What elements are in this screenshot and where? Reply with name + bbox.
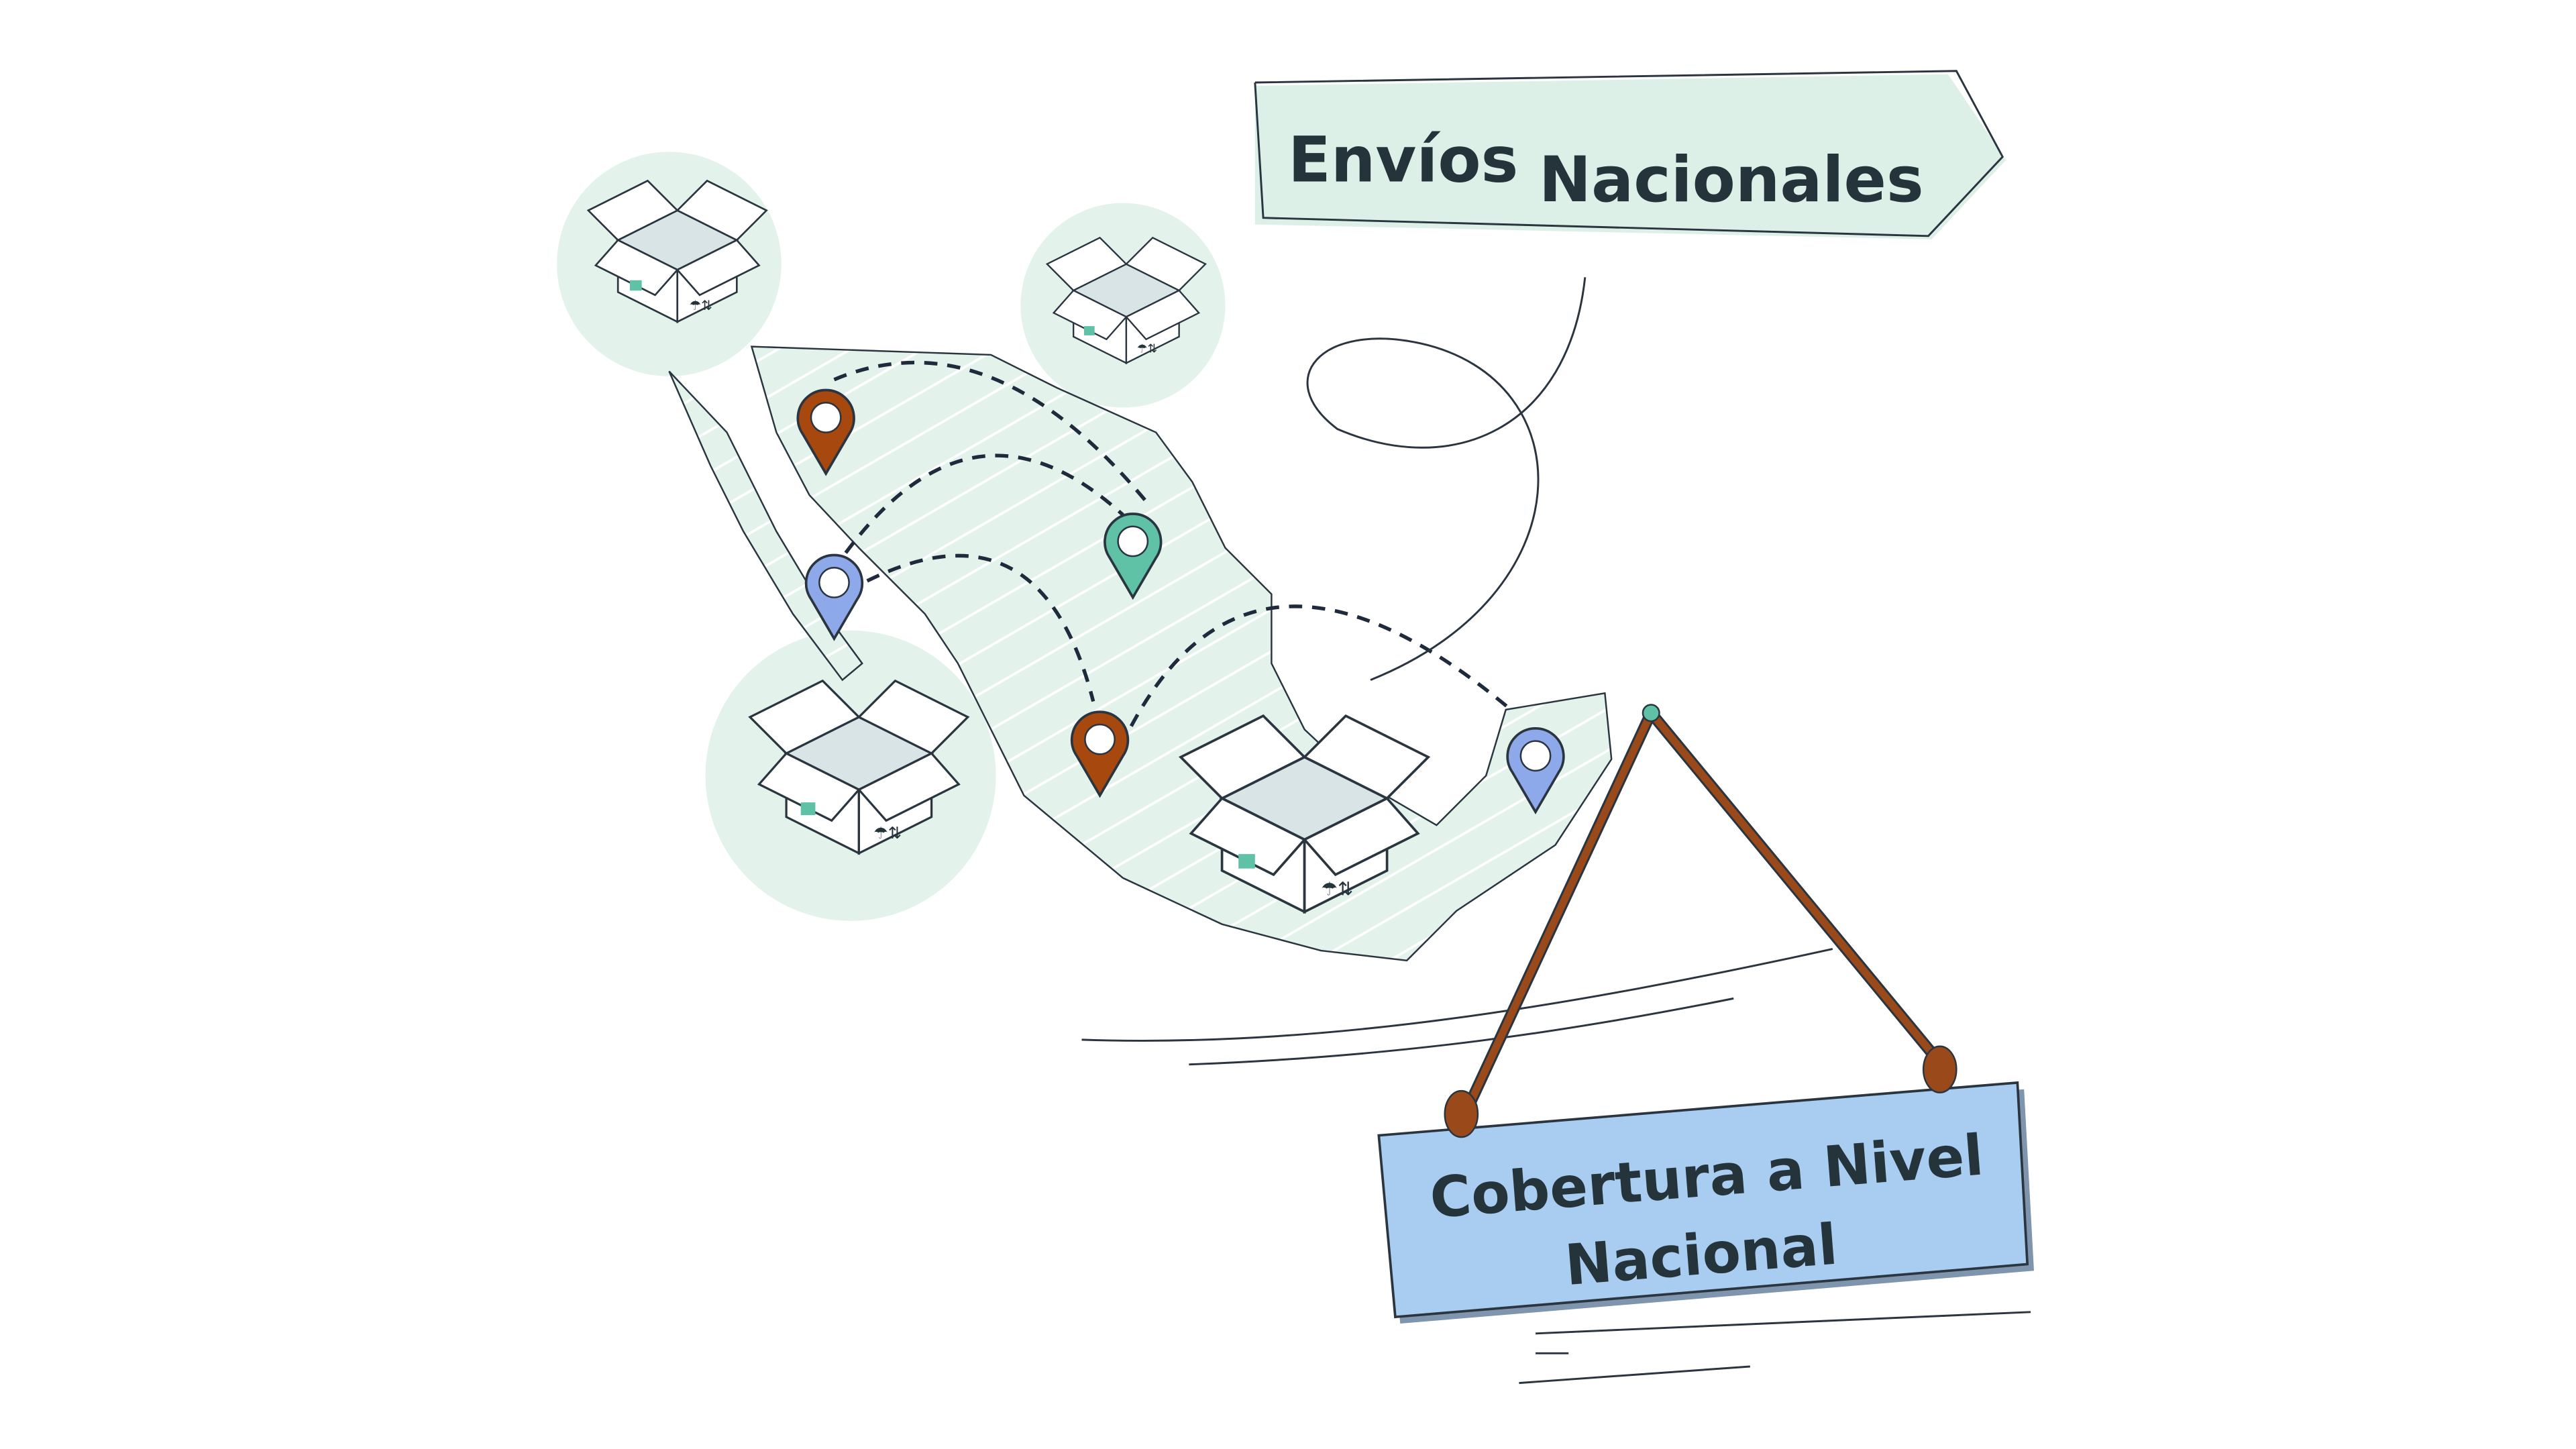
connector-line <box>1306 277 1587 681</box>
map-pin-icon <box>1104 513 1163 600</box>
map-pin-icon <box>1506 727 1565 815</box>
banner-word-1: Envíos <box>1288 124 1518 197</box>
banner-word-2: Nacionales <box>1539 144 1924 217</box>
map-pin-icon <box>804 553 864 641</box>
map-pins <box>796 388 1565 815</box>
ground-lines <box>1081 948 2031 1385</box>
route-lines <box>833 360 1512 727</box>
map-pin-icon <box>1070 710 1130 798</box>
hanging-sign: Cobertura a Nivel Nacional <box>1377 704 2034 1324</box>
map-pin-icon <box>796 388 855 476</box>
title-banner: Envíos Nacionales <box>1254 70 2006 239</box>
